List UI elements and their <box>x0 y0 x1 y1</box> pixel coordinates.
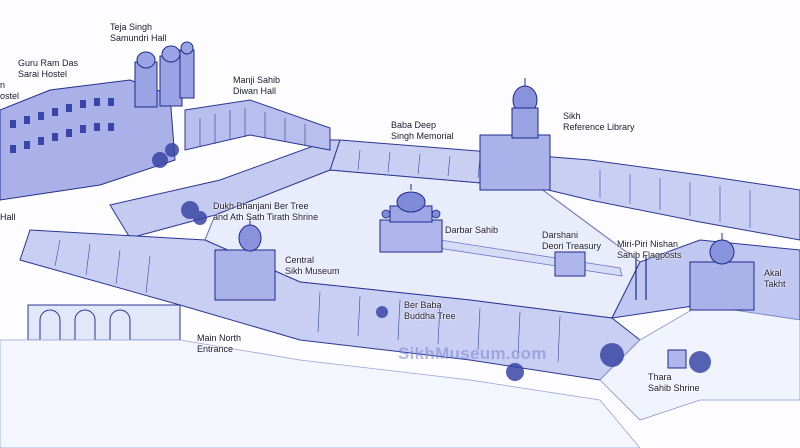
darshani-deori-building <box>554 251 586 277</box>
label-central-sikh-museum: Central Sikh Museum <box>285 255 340 276</box>
label-main-north-entrance: Main North Entrance <box>197 333 242 354</box>
label-dukh-bhanjani: Dukh Bhanjani Ber Tree and Ath Sath Tira… <box>213 201 319 222</box>
reference-library-building <box>479 78 551 191</box>
watermark-text: SikhMuseum.com <box>398 344 547 363</box>
trees-east <box>376 306 711 381</box>
label-miri-piri-nishan-sahib: Miri-Piri Nishan Sahib Flagposts <box>617 239 682 260</box>
label-ber-baba-buddha: Ber Baba Buddha Tree <box>404 300 456 321</box>
outer-gates <box>27 304 181 341</box>
sarai-hostel-building <box>0 79 176 201</box>
label-manji-sahib: Manji Sahib Diwan Hall <box>233 75 281 96</box>
label-baba-deep-singh: Baba Deep Singh Memorial <box>391 120 454 141</box>
label-darbar-sahib: Darbar Sahib <box>445 225 499 235</box>
label-hostel-cut: n ostel <box>0 80 20 101</box>
label-hall-cut: Hall <box>0 212 16 222</box>
samundri-hall-towers <box>134 41 195 108</box>
manji-sahib-hall <box>184 99 331 151</box>
label-sikh-reference-library: Sikh Reference Library <box>563 111 635 132</box>
label-teja-singh-samundri-hall: Teja Singh Samundri Hall <box>110 22 167 43</box>
label-guru-ram-das-sarai: Guru Ram Das Sarai Hostel <box>18 58 79 79</box>
nishan-sahib-flagposts <box>635 255 647 300</box>
thara-sahib-building <box>667 349 687 369</box>
outer-plaza <box>0 339 641 448</box>
akal-takht-building <box>689 233 755 311</box>
darbar-sahib-building <box>379 184 443 253</box>
central-museum-building <box>214 218 276 301</box>
trees-west <box>152 143 207 225</box>
west-parikrama-building <box>109 139 341 239</box>
north-parikrama-building <box>329 139 800 241</box>
label-thara-sahib: Thara Sahib Shrine <box>648 372 700 393</box>
label-akal-takht: Akal Takht <box>764 268 786 289</box>
label-darshani-deori: Darshani Deori Treasury <box>542 230 602 251</box>
